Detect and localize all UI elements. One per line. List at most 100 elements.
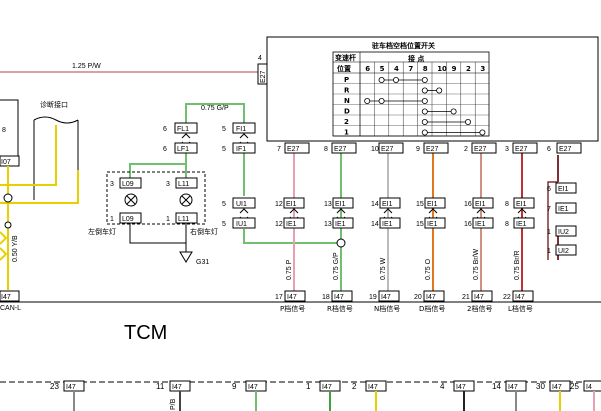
- label: I47: [474, 294, 484, 301]
- iu1-connector: [232, 217, 256, 229]
- bottom-pin-3: 1 I47: [306, 380, 341, 411]
- label: 21: [462, 294, 470, 301]
- label: I47: [334, 294, 344, 301]
- switch-row-label: N: [344, 97, 350, 105]
- tcm-label: TCM: [124, 322, 167, 344]
- label: 16: [464, 201, 472, 208]
- bottom-pin-5: 4 I47: [440, 380, 475, 411]
- label: 18: [322, 294, 330, 301]
- label: 11: [156, 382, 165, 391]
- bottom-pin-4: 2 I47: [352, 380, 387, 411]
- label: IE1: [475, 221, 486, 228]
- svg-text:L09: L09: [122, 181, 134, 188]
- svg-text:1: 1: [166, 216, 170, 223]
- switch-pin-label: 10: [437, 65, 447, 73]
- green-wire-top: [185, 103, 245, 123]
- svg-text:FL1: FL1: [177, 126, 189, 133]
- label: 14: [492, 382, 501, 391]
- svg-text:6: 6: [547, 186, 551, 193]
- label: 1: [306, 382, 311, 391]
- label: 8: [324, 146, 328, 153]
- svg-text:右倒车灯: 右倒车灯: [190, 227, 218, 236]
- top-wire-label: 1.25 P/W: [72, 63, 101, 70]
- label: IE1: [335, 221, 346, 228]
- switch-pin-label: 8: [423, 65, 428, 73]
- label: IE1: [516, 221, 527, 228]
- svg-text:L11: L11: [178, 181, 189, 188]
- label: I47: [456, 384, 466, 391]
- contact-dot: [421, 77, 428, 84]
- svg-text:3: 3: [110, 181, 114, 188]
- label: N档信号: [374, 304, 400, 313]
- label: 3: [505, 146, 509, 153]
- label: I47: [508, 384, 518, 391]
- svg-text:7: 7: [547, 206, 551, 213]
- label: 10: [371, 146, 379, 153]
- contact-dot: [421, 87, 428, 94]
- switch-pin-label: 4: [394, 65, 399, 73]
- label: I4: [586, 384, 592, 391]
- label: 0.75 G/P: [333, 252, 340, 280]
- switch-row-label: 2: [344, 118, 349, 126]
- svg-text:6: 6: [163, 146, 167, 153]
- contact-dot: [436, 87, 443, 94]
- label: 2档信号: [467, 304, 492, 313]
- switch-row-label: P: [344, 76, 349, 84]
- label: E27: [426, 146, 439, 153]
- switch-pin-label: 5: [380, 65, 385, 73]
- label: E27: [287, 146, 300, 153]
- switch-row-label: R: [344, 87, 350, 95]
- label: E27: [515, 146, 528, 153]
- label: D档信号: [419, 304, 445, 313]
- i07-connector: [0, 155, 20, 167]
- yb-wire-label: 0.50 Y/B: [12, 235, 19, 262]
- label: 12: [275, 221, 283, 228]
- diag-label: 诊断接口: [40, 100, 68, 109]
- label: I47: [322, 384, 332, 391]
- green-wire-bottom: [243, 229, 340, 244]
- switch-row-label: D: [344, 108, 350, 116]
- svg-text:UI2: UI2: [558, 248, 569, 255]
- label: I47: [426, 294, 436, 301]
- can-label: CAN-L: [0, 305, 21, 312]
- svg-text:L11: L11: [178, 216, 189, 223]
- switch-pin-label: 3: [480, 65, 485, 73]
- right-reverse-lamp: 3 L11 1 L11 右倒车灯: [166, 177, 218, 236]
- svg-text:5: 5: [222, 146, 226, 153]
- ground-label: G31: [196, 259, 209, 266]
- label: 17: [275, 294, 283, 301]
- left-box: [0, 99, 19, 156]
- svg-text:5: 5: [222, 221, 226, 228]
- lf1-connector: [174, 142, 198, 154]
- label: I47: [515, 294, 525, 301]
- switch-row-label: 1: [344, 129, 349, 137]
- svg-text:位置: 位置: [337, 64, 351, 73]
- svg-text:3: 3: [166, 181, 170, 188]
- label: I47: [368, 384, 378, 391]
- label: 4: [440, 382, 445, 391]
- label: I47: [66, 384, 76, 391]
- gp-wire-label: 0.75 G/P: [201, 105, 229, 112]
- label: 2: [352, 382, 357, 391]
- label: 15: [416, 221, 424, 228]
- switch-pin-label: 9: [452, 65, 457, 73]
- svg-text:8: 8: [2, 127, 6, 134]
- label: EI1: [335, 201, 346, 208]
- label: 13: [324, 221, 332, 228]
- contact-dot: [378, 77, 385, 84]
- svg-text:1: 1: [547, 248, 551, 255]
- label: 9: [416, 146, 420, 153]
- label: I47: [287, 294, 297, 301]
- svg-text:E27: E27: [559, 146, 572, 153]
- svg-text:IU1: IU1: [236, 221, 247, 228]
- top-pin: 4: [258, 55, 262, 62]
